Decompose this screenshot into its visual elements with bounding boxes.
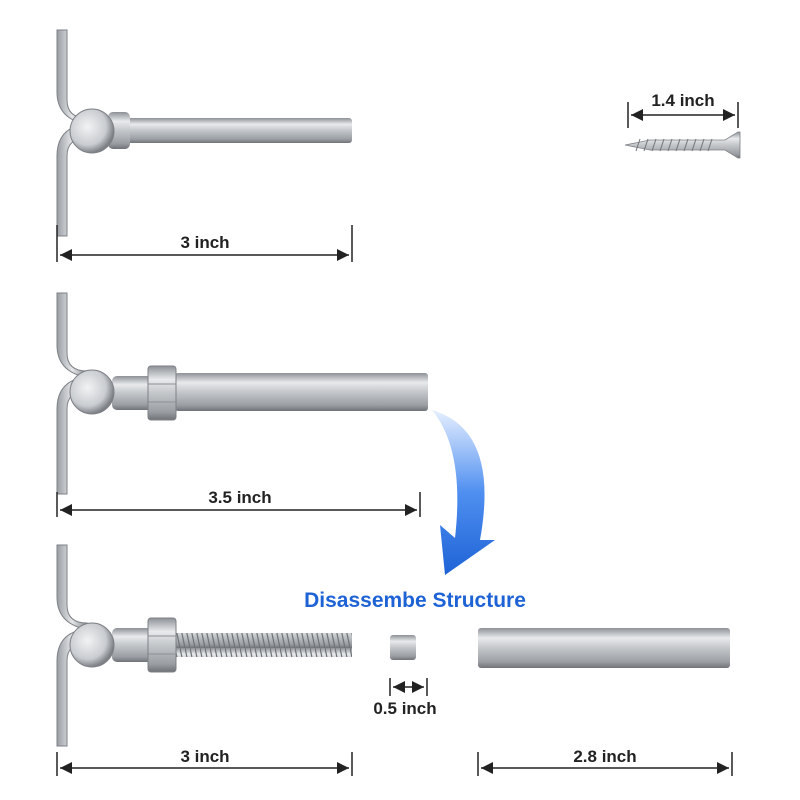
dimension-label: 3 inch [180, 747, 229, 766]
terminal-stud [56, 544, 352, 747]
dimension-screw: 1.4 inch [627, 91, 739, 128]
spacer [390, 635, 416, 660]
dimension-label: 2.8 inch [573, 747, 636, 766]
terminal-assembled-short [56, 29, 352, 237]
terminal-assembled-long [56, 292, 428, 495]
disassemble-structure-title: Disassembe Structure [304, 589, 526, 612]
dimension-label: 3.5 inch [208, 488, 271, 507]
dimension-assembled-long: 3.5 inch [56, 488, 421, 517]
dimension-label: 3 inch [180, 233, 229, 252]
sleeve [478, 628, 730, 668]
disassemble-arrow-icon [432, 410, 495, 575]
dimension-spacer: 0.5 inch [373, 678, 437, 718]
dimension-assembled-short: 3 inch [56, 225, 353, 262]
dimension-label: 1.4 inch [651, 91, 714, 110]
dimension-sleeve: 2.8 inch [477, 747, 733, 776]
dimension-label: 0.5 inch [373, 699, 436, 718]
dimension-stud: 3 inch [56, 747, 353, 776]
mounting-screw [624, 131, 741, 159]
